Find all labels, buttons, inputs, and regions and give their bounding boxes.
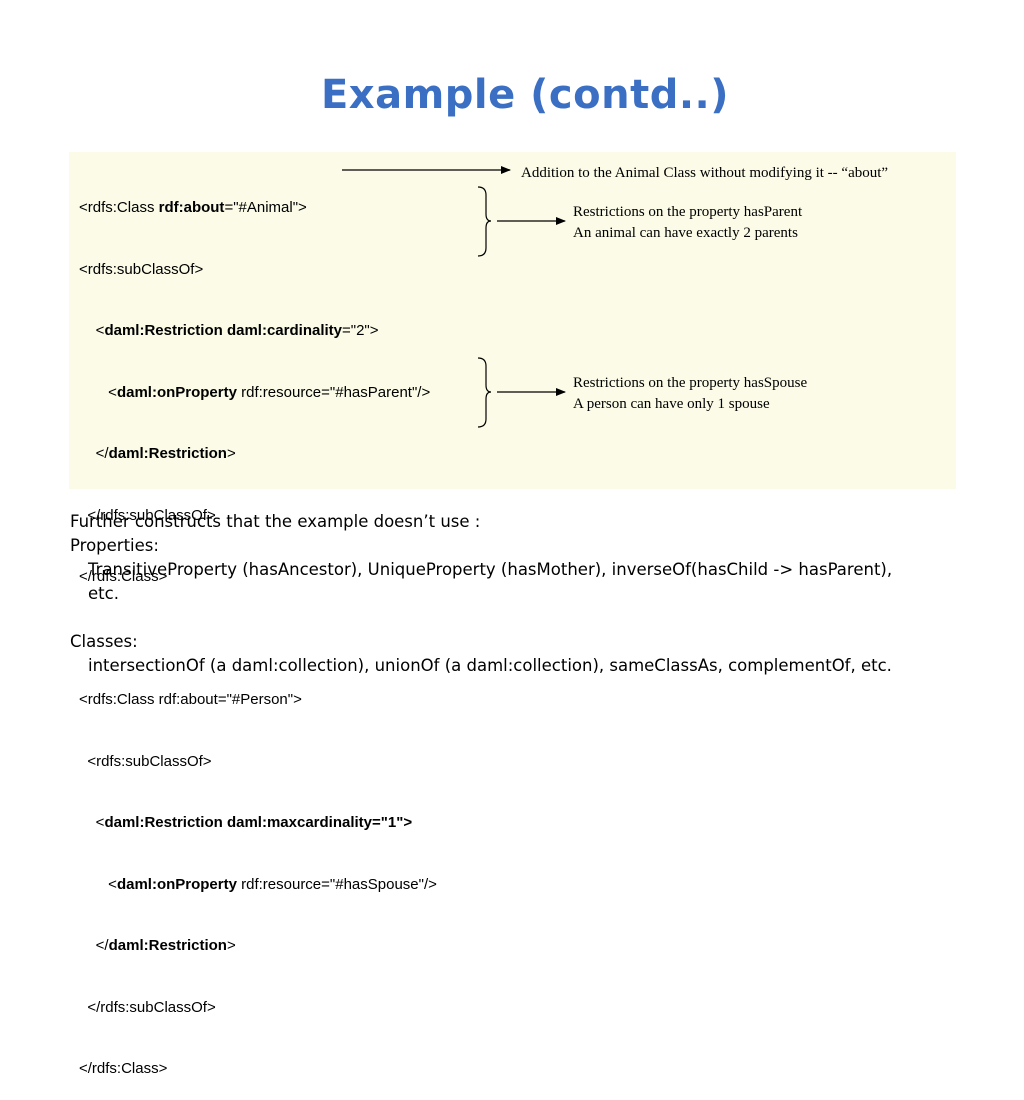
- code-line: <rdfs:Class rdf:about="#Person">: [79, 691, 302, 708]
- code-text: >: [226, 445, 236, 462]
- code-line: </daml:Restriction>: [79, 444, 437, 465]
- code-keyword: daml:Restriction: [108, 445, 227, 462]
- code-text: <rdfs:Class: [79, 199, 159, 216]
- code-line: </daml:Restriction>: [79, 936, 437, 957]
- code-line: <daml:onProperty rdf:resource="#hasSpous…: [79, 875, 437, 896]
- further-constructs-text: Further constructs that the example does…: [70, 510, 892, 678]
- code-line: </rdfs:Class>: [79, 1060, 168, 1077]
- code-text: <: [79, 383, 117, 401]
- annotation-about: Addition to the Animal Class without mod…: [521, 165, 889, 181]
- code-keyword: daml:Restriction: [108, 937, 227, 954]
- properties-heading: Properties:: [70, 536, 159, 555]
- blank-line: [70, 606, 892, 630]
- annotation-hasparent-detail: An animal can have exactly 2 parents: [573, 225, 798, 241]
- annotation-hasparent-title: Restrictions on the property hasParent: [573, 204, 803, 220]
- curly-brace-icon: [477, 357, 492, 428]
- annotation-hasspouse-detail: A person can have only 1 spouse: [573, 396, 770, 412]
- annotation-hasspouse-title: Restrictions on the property hasSpouse: [573, 375, 808, 391]
- code-panel: [69, 152, 956, 489]
- classes-list: intersectionOf (a daml:collection), unio…: [88, 656, 892, 675]
- properties-list-continued: etc.: [88, 584, 119, 603]
- code-text: </: [79, 445, 109, 462]
- code-keyword: daml:onProperty: [116, 383, 237, 401]
- code-line: <rdfs:Class rdf:about="#Animal">: [79, 198, 437, 219]
- code-keyword: daml:Restriction daml:cardinality: [104, 322, 342, 339]
- code-line: <daml:Restriction daml:cardinality="2">: [79, 321, 437, 342]
- slide-title: Example (contd..): [320, 72, 730, 118]
- code-line: </rdfs:subClassOf>: [79, 506, 216, 524]
- code-line: </rdfs:subClassOf>: [79, 998, 216, 1016]
- code-text: rdf:resource="#hasSpouse"/>: [236, 875, 437, 893]
- code-line: <daml:onProperty rdf:resource="#hasParen…: [79, 383, 437, 404]
- code-text: ="2">: [342, 322, 379, 339]
- code-text: </: [79, 937, 109, 954]
- properties-list: TransitiveProperty (hasAncestor), Unique…: [88, 560, 893, 579]
- code-line: <daml:Restriction daml:maxcardinality="1…: [79, 813, 437, 834]
- code-text: rdf:resource="#hasParent"/>: [236, 383, 431, 401]
- code-text: <: [79, 814, 105, 831]
- annotation-arrows: [342, 166, 566, 428]
- code-text: <: [79, 875, 117, 893]
- code-line: <rdfs:subClassOf>: [79, 260, 204, 278]
- code-line: </rdfs:Class>: [79, 568, 168, 585]
- code-line: <rdfs:subClassOf>: [79, 752, 212, 770]
- code-text: >: [226, 937, 236, 954]
- code-keyword: rdf:about: [158, 199, 225, 216]
- code-text: <: [79, 322, 105, 339]
- intro-line: Further constructs that the example does…: [70, 512, 481, 531]
- code-keyword: daml:onProperty: [116, 875, 237, 893]
- curly-brace-icon: [477, 186, 492, 257]
- code-text: ="#Animal">: [224, 199, 307, 216]
- classes-heading: Classes:: [70, 632, 138, 651]
- code-keyword: daml:Restriction daml:maxcardinality="1"…: [104, 814, 413, 831]
